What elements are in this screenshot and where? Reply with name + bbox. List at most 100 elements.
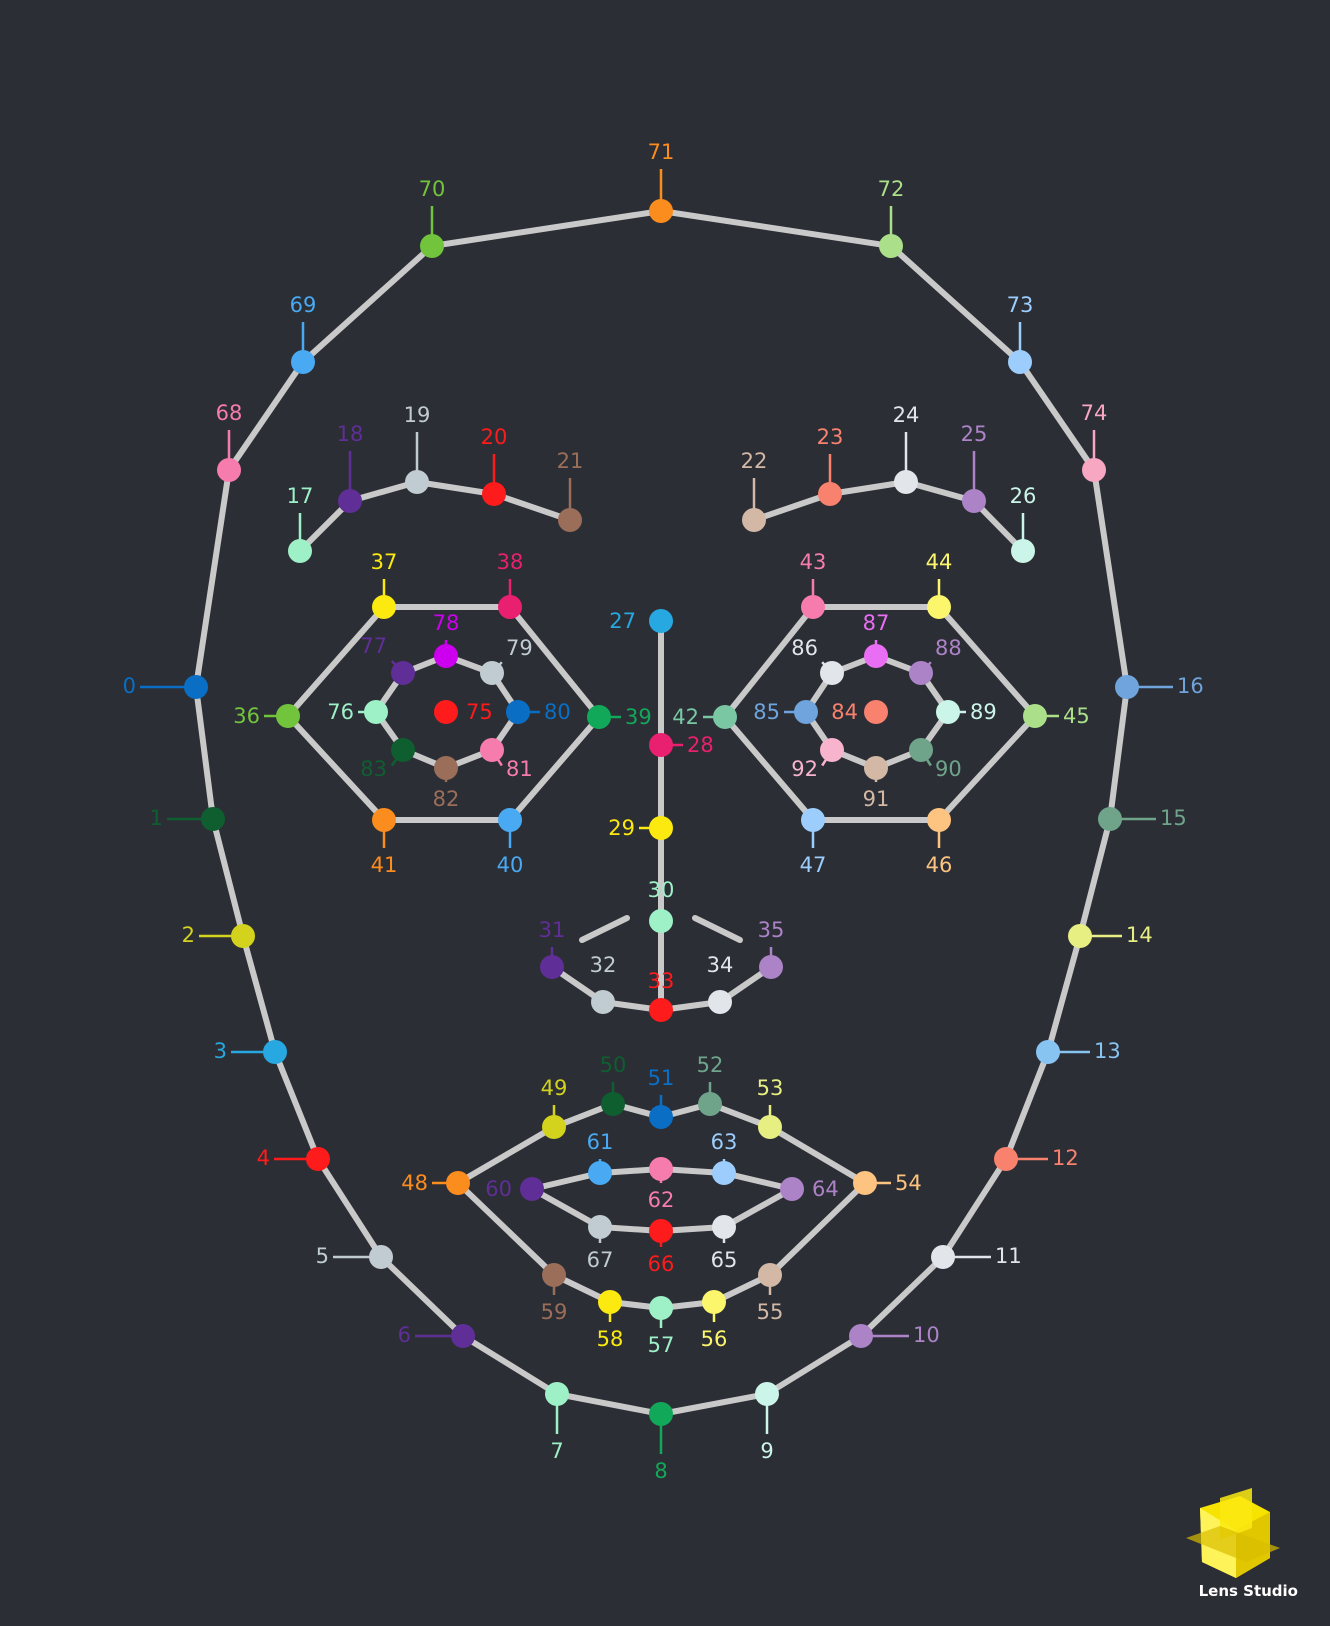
landmark-label-60: 60 (485, 1177, 512, 1201)
landmark-label-22: 22 (741, 449, 768, 473)
landmark-label-33: 33 (648, 969, 675, 993)
landmark-point-81 (480, 738, 504, 762)
landmark-point-73 (1008, 350, 1032, 374)
landmark-label-25: 25 (961, 422, 988, 446)
landmark-label-14: 14 (1126, 923, 1153, 947)
landmark-point-43 (801, 595, 825, 619)
landmark-point-75 (434, 700, 458, 724)
landmark-label-87: 87 (863, 611, 890, 635)
landmark-label-10: 10 (913, 1323, 940, 1347)
landmark-label-5: 5 (316, 1244, 329, 1268)
landmark-label-42: 42 (672, 705, 699, 729)
landmark-label-47: 47 (800, 853, 827, 877)
nostril-line (579, 915, 630, 943)
landmark-point-64 (780, 1177, 804, 1201)
landmark-label-43: 43 (800, 550, 827, 574)
landmark-label-91: 91 (863, 787, 890, 811)
landmark-label-35: 35 (758, 918, 785, 942)
landmark-point-3 (263, 1040, 287, 1064)
landmark-label-17: 17 (287, 484, 314, 508)
landmark-label-6: 6 (398, 1323, 411, 1347)
landmark-label-89: 89 (970, 700, 997, 724)
landmark-point-89 (936, 700, 960, 724)
landmark-point-72 (879, 234, 903, 258)
landmark-point-58 (598, 1290, 622, 1314)
landmark-label-70: 70 (419, 177, 446, 201)
landmark-label-62: 62 (648, 1188, 675, 1212)
landmark-points (184, 199, 1139, 1426)
nostril-line (692, 915, 743, 943)
landmark-label-27: 27 (609, 609, 636, 633)
landmark-point-26 (1011, 539, 1035, 563)
landmark-label-2: 2 (182, 923, 195, 947)
landmark-point-66 (649, 1219, 673, 1243)
landmark-label-72: 72 (878, 177, 905, 201)
landmark-label-75: 75 (466, 700, 493, 724)
landmark-point-61 (588, 1161, 612, 1185)
landmark-point-51 (649, 1105, 673, 1129)
landmark-label-18: 18 (337, 422, 364, 446)
landmark-label-9: 9 (760, 1439, 773, 1463)
landmark-point-20 (482, 482, 506, 506)
landmark-point-92 (820, 738, 844, 762)
landmark-label-13: 13 (1094, 1039, 1121, 1063)
landmark-label-0: 0 (123, 674, 136, 698)
landmark-label-1: 1 (150, 806, 163, 830)
landmark-point-44 (927, 595, 951, 619)
landmark-label-29: 29 (608, 816, 635, 840)
landmark-label-92: 92 (791, 757, 818, 781)
landmark-point-14 (1068, 924, 1092, 948)
landmark-point-57 (649, 1296, 673, 1320)
landmark-label-32: 32 (590, 953, 617, 977)
landmark-label-44: 44 (926, 550, 953, 574)
landmark-point-84 (864, 700, 888, 724)
landmark-point-18 (338, 489, 362, 513)
connection-line (751, 479, 1026, 554)
landmark-label-26: 26 (1010, 484, 1037, 508)
landmark-point-59 (542, 1263, 566, 1287)
landmark-point-36 (276, 704, 300, 728)
landmark-point-54 (853, 1171, 877, 1195)
landmark-label-73: 73 (1007, 293, 1034, 317)
landmark-point-28 (649, 733, 673, 757)
landmark-label-67: 67 (587, 1248, 614, 1272)
landmark-point-85 (794, 700, 818, 724)
landmark-label-58: 58 (597, 1327, 624, 1351)
landmark-point-68 (217, 458, 241, 482)
landmark-point-62 (649, 1157, 673, 1181)
landmark-label-23: 23 (817, 425, 844, 449)
landmark-label-64: 64 (812, 1177, 839, 1201)
landmark-label-84: 84 (831, 700, 858, 724)
landmark-point-39 (587, 705, 611, 729)
landmark-label-30: 30 (648, 878, 675, 902)
landmark-point-16 (1115, 675, 1139, 699)
landmark-point-34 (708, 990, 732, 1014)
landmark-label-51: 51 (648, 1066, 675, 1090)
landmark-label-78: 78 (433, 611, 460, 635)
landmark-point-4 (306, 1147, 330, 1171)
landmark-point-41 (372, 808, 396, 832)
landmark-point-88 (909, 661, 933, 685)
landmark-point-90 (909, 738, 933, 762)
landmark-label-88: 88 (935, 636, 962, 660)
landmark-label-3: 3 (214, 1039, 227, 1063)
landmark-point-56 (702, 1290, 726, 1314)
landmark-point-40 (498, 808, 522, 832)
landmark-label-61: 61 (587, 1130, 614, 1154)
landmark-label-54: 54 (895, 1171, 922, 1195)
landmark-label-57: 57 (648, 1333, 675, 1357)
landmark-label-71: 71 (648, 140, 675, 164)
landmark-point-76 (364, 700, 388, 724)
landmark-label-48: 48 (401, 1171, 428, 1195)
landmark-point-63 (712, 1161, 736, 1185)
landmark-label-24: 24 (893, 403, 920, 427)
landmark-point-33 (649, 998, 673, 1022)
landmark-label-19: 19 (404, 403, 431, 427)
landmark-point-80 (506, 700, 530, 724)
landmark-point-30 (649, 909, 673, 933)
landmark-label-83: 83 (360, 757, 387, 781)
landmark-label-68: 68 (216, 401, 243, 425)
landmark-label-21: 21 (557, 449, 584, 473)
landmark-point-24 (894, 470, 918, 494)
